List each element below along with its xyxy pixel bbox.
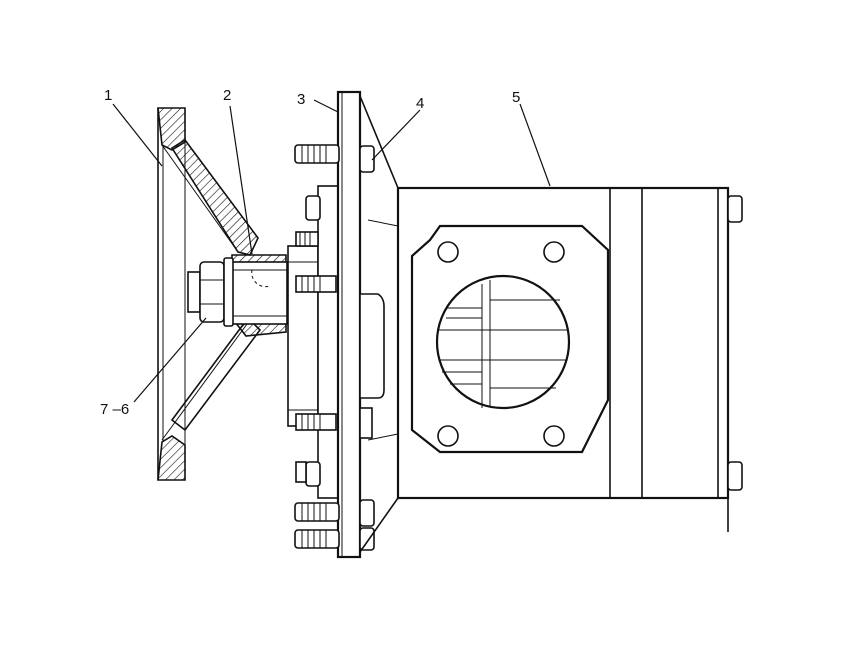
flange-stud-lower [294,502,340,522]
leader-7-6 [133,317,207,403]
callout-7-6: 7 –6 [100,401,129,418]
leader-4 [371,109,421,161]
bracket-bolt [295,275,337,293]
leader-1 [112,103,163,167]
bracket-bolt [295,413,337,431]
callout-4: 4 [416,95,424,112]
pump-body [396,186,743,532]
leader-2 [229,105,253,255]
mounting-flange [294,90,385,559]
callout-1: 1 [104,87,112,104]
leader-lines [112,99,551,403]
leader-3 [313,99,339,113]
callout-2: 2 [223,87,231,104]
flange-stud-upper [294,144,340,164]
shaft-nut-washer [187,257,234,327]
flange-stud-lower-2 [294,529,340,549]
callout-3: 3 [297,91,305,108]
callout-5: 5 [512,89,520,106]
pump-adapter-taper [359,95,399,553]
leader-5 [519,103,551,187]
adapter-bracket [287,185,339,499]
bracket-bolt [295,231,319,247]
